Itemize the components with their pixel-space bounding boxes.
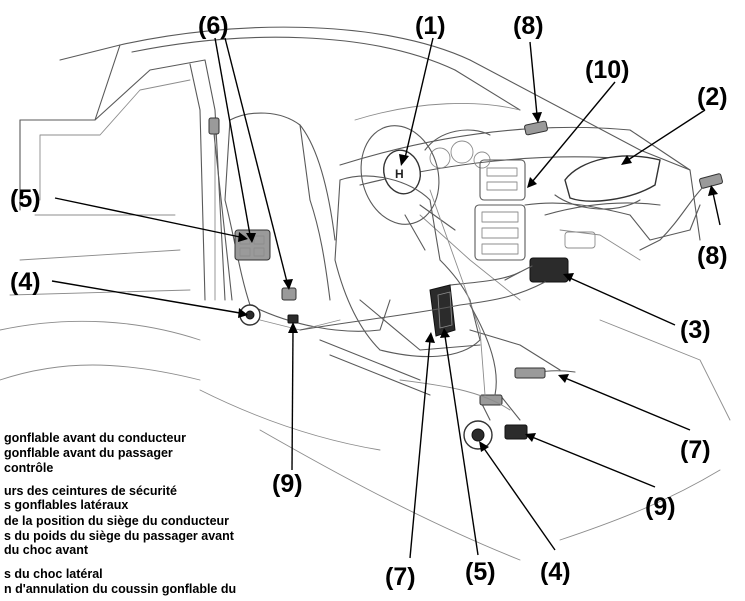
vehicle-interior-drawing: H: [0, 26, 731, 561]
legend: gonflable avant du conducteur gonflable …: [4, 431, 236, 596]
svg-text:H: H: [395, 167, 404, 181]
callout-8-top: (8): [513, 12, 544, 40]
callout-1: (1): [415, 12, 446, 40]
leader-lines: [51, 37, 721, 559]
callout-6: (6): [198, 12, 229, 40]
callout-8-right: (8): [697, 242, 728, 270]
legend-line: s du poids du siège du passager avant: [4, 529, 235, 543]
legend-line: gonflable avant du conducteur: [4, 431, 186, 445]
legend-line: urs des ceintures de sécurité: [4, 484, 177, 498]
callout-5-left: (5): [10, 185, 41, 213]
callout-9-left: (9): [272, 470, 303, 498]
callout-labels: (1) (2) (3) (4) (4) (5) (5) (6) (7) (7) …: [10, 12, 728, 591]
legend-line: s du choc latéral: [4, 567, 103, 581]
legend-line: du choc avant: [4, 543, 89, 557]
callout-9-right: (9): [645, 493, 676, 521]
callout-5-bottom: (5): [465, 558, 496, 586]
callout-3: (3): [680, 316, 711, 344]
callout-7-bottom: (7): [385, 563, 416, 591]
callout-2: (2): [697, 83, 728, 111]
callout-4-bottom: (4): [540, 558, 571, 586]
callout-10: (10): [585, 56, 629, 84]
callout-4-left: (4): [10, 268, 41, 296]
legend-line: contrôle: [4, 461, 53, 475]
legend-line: n d'annulation du coussin gonflable du: [4, 582, 236, 596]
legend-line: de la position du siège du conducteur: [4, 514, 229, 528]
callout-7-right: (7): [680, 436, 711, 464]
legend-line: s gonflables latéraux: [4, 498, 128, 512]
legend-line: gonflable avant du passager: [4, 446, 173, 460]
